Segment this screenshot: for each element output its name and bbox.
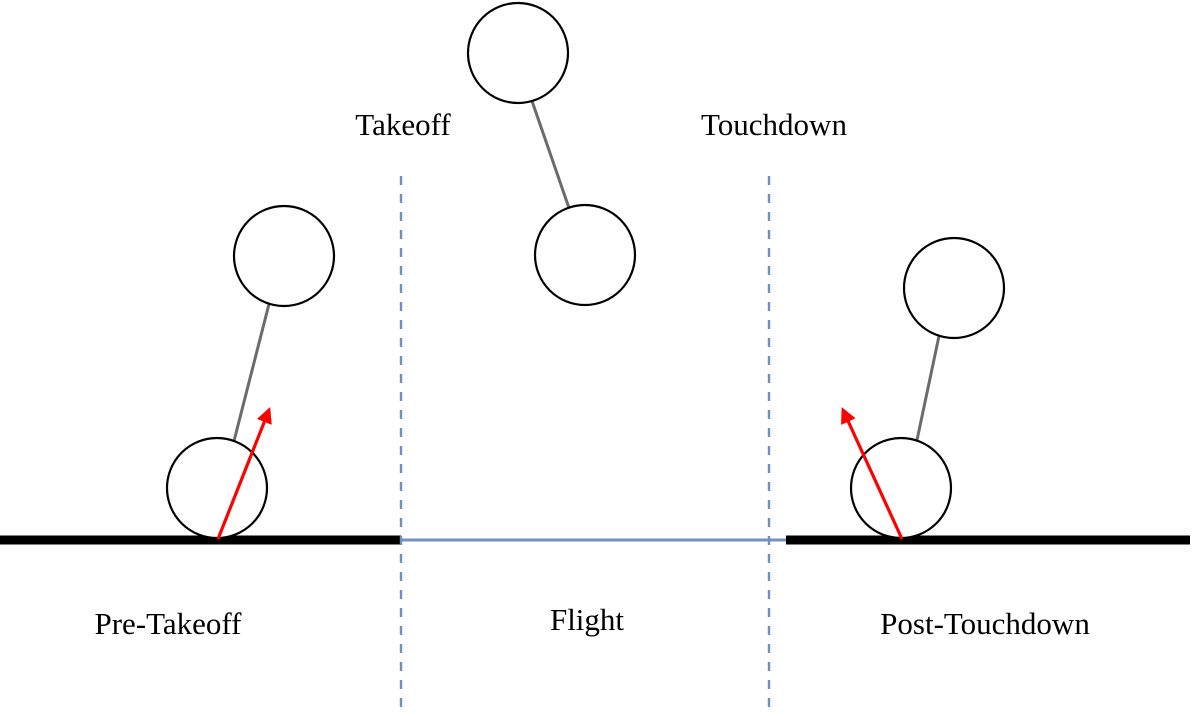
post-touchdown-body-mass bbox=[902, 236, 1006, 340]
post-touchdown-label: Post-Touchdown bbox=[880, 606, 1090, 641]
flight-label: Flight bbox=[550, 602, 624, 637]
touchdown-label: Touchdown bbox=[701, 107, 847, 142]
pre-takeoff-body-mass bbox=[232, 204, 336, 308]
flight-hopper bbox=[466, 1, 637, 307]
flight-foot-mass bbox=[533, 203, 637, 307]
flight-leg bbox=[530, 100, 571, 209]
pre-takeoff-hopper bbox=[165, 204, 336, 540]
pre-takeoff-label: Pre-Takeoff bbox=[94, 606, 242, 641]
post-touchdown-hopper bbox=[841, 236, 1006, 540]
post-touchdown-leg bbox=[915, 335, 941, 441]
pre-takeoff-leg bbox=[232, 303, 271, 442]
post-touchdown-foot-mass bbox=[849, 436, 953, 540]
post-touchdown-force-arrow bbox=[841, 407, 904, 540]
takeoff-label: Takeoff bbox=[355, 107, 451, 142]
pre-takeoff-force-arrow bbox=[216, 407, 272, 540]
flight-body-mass bbox=[466, 1, 570, 105]
